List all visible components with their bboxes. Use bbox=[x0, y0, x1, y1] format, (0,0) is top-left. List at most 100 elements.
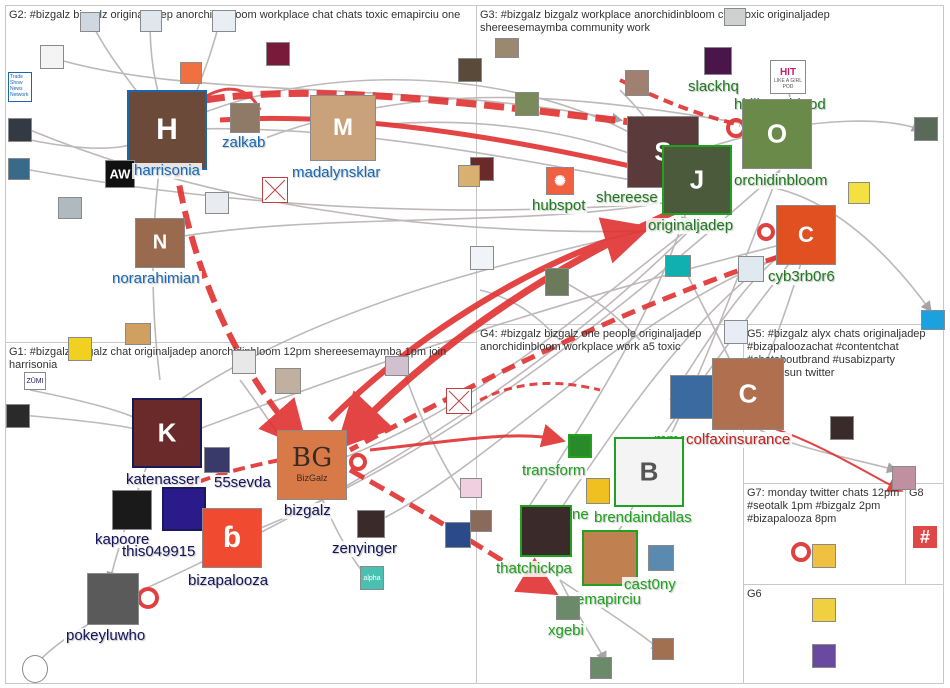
node-hitlikeagirlpod[interactable]: HIT LIKE A GIRL POD bbox=[770, 60, 806, 94]
node-avatar-g3-l[interactable] bbox=[848, 182, 870, 204]
node-avatar-g5-b[interactable]: C bbox=[712, 358, 784, 430]
node-avatar-g3-m[interactable] bbox=[914, 117, 938, 141]
broken-image-icon bbox=[264, 179, 286, 201]
node-avatar-g1-e[interactable] bbox=[385, 356, 409, 376]
node-avatar-ne[interactable] bbox=[586, 478, 610, 504]
slack-logo-icon[interactable] bbox=[704, 47, 732, 75]
node-avatar-madalynsklar[interactable]: M bbox=[310, 95, 376, 161]
node-avatar-cast0ny[interactable] bbox=[648, 545, 674, 571]
node-avatar-g2-k[interactable] bbox=[125, 323, 151, 345]
node-avatar-g3-b[interactable] bbox=[458, 58, 482, 82]
aw-logo-icon[interactable]: AW bbox=[105, 160, 135, 188]
node-avatar-g1-c[interactable] bbox=[232, 350, 256, 374]
node-avatar-brendaindallas[interactable]: B bbox=[614, 437, 684, 507]
node-avatar-xgebi[interactable] bbox=[556, 596, 580, 620]
node-avatar-this049915[interactable] bbox=[162, 487, 206, 531]
strong-edges bbox=[172, 78, 904, 596]
node-label-emapirciu: emapirciu bbox=[574, 591, 644, 608]
node-avatar-mme[interactable] bbox=[670, 375, 714, 419]
node-avatar-g3-g[interactable] bbox=[458, 165, 480, 187]
node-trade-show-news[interactable]: Trade Show News Network bbox=[8, 72, 32, 102]
node-broken-image[interactable] bbox=[262, 177, 288, 203]
node-avatar-g1-d[interactable] bbox=[275, 368, 301, 394]
hubspot-logo-icon[interactable]: ✺ bbox=[546, 167, 574, 195]
node-avatar-g2-f[interactable] bbox=[180, 62, 202, 84]
node-salesforce[interactable] bbox=[921, 310, 945, 330]
node-avatar-zenyinger[interactable] bbox=[357, 510, 385, 538]
node-label-cast0ny: cast0ny bbox=[622, 576, 678, 593]
node-avatar-g1-a[interactable] bbox=[6, 404, 30, 428]
node-label-colfaxinsurance: colfaxinsurance bbox=[684, 431, 793, 448]
node-avatar-g5-c[interactable] bbox=[830, 416, 854, 440]
node-avatar-g1-g[interactable] bbox=[445, 522, 471, 548]
node-avatar-zalkab[interactable] bbox=[230, 103, 260, 133]
group-title-g7: G7: monday twitter chats 12pm #seotalk 1… bbox=[747, 487, 900, 525]
node-avatar-orchidinbloom[interactable]: O bbox=[742, 99, 812, 169]
node-label-katenasser: katenasser bbox=[124, 471, 202, 488]
node-avatar-norarahimian[interactable]: N bbox=[135, 218, 185, 268]
node-avatar-g2-a[interactable] bbox=[40, 45, 64, 69]
node-avatar-55sevda[interactable] bbox=[204, 447, 230, 473]
node-avatar-katenasser[interactable]: K bbox=[132, 398, 202, 468]
node-avatar-emapirciu[interactable] bbox=[582, 530, 638, 586]
node-avatar-g3-h[interactable] bbox=[470, 246, 494, 270]
node-avatar-g4-b[interactable] bbox=[590, 657, 612, 679]
bizapalooza-logo-icon[interactable]: ɓ bbox=[202, 508, 262, 568]
node-label-norarahimian: norarahimian bbox=[110, 270, 202, 287]
node-avatar-originaljadep[interactable]: J bbox=[662, 145, 732, 215]
node-avatar-harrisonia[interactable]: H bbox=[127, 90, 207, 170]
bizgalz-logo-icon[interactable]: BG BizGalz bbox=[277, 430, 347, 500]
node-avatar-kapoore[interactable] bbox=[112, 490, 152, 530]
node-avatar-cyb3rb0r6[interactable]: C bbox=[776, 205, 836, 265]
broken-image-icon bbox=[448, 390, 470, 412]
node-avatar-g1-b[interactable] bbox=[68, 337, 92, 361]
node-avatar-thatchickpa[interactable] bbox=[520, 505, 572, 557]
group-title-g2: G2: #bizgalz bizgalz originaljadep anorc… bbox=[9, 9, 461, 21]
node-label-xgebi: xgebi bbox=[546, 622, 586, 639]
node-avatar-g3-i[interactable] bbox=[545, 268, 569, 296]
node-avatar-g2-i[interactable] bbox=[58, 197, 82, 219]
node-avatar-g2-e[interactable] bbox=[266, 42, 290, 66]
node-label-cyb3rb0r6: cyb3rb0r6 bbox=[766, 268, 837, 285]
group-title-g5: G5: #bizgalz alyx chats originaljadep #b… bbox=[747, 328, 926, 379]
node-avatar-g2-j[interactable] bbox=[205, 192, 229, 214]
node-label-orchidinbloom: orchidinbloom bbox=[732, 172, 830, 189]
group-title-g3: G3: #bizgalz bizgalz workplace anorchidi… bbox=[480, 9, 830, 34]
node-avatar-transform[interactable] bbox=[568, 434, 592, 458]
node-avatar-g1-h[interactable] bbox=[22, 655, 48, 683]
node-avatar-g7-a[interactable] bbox=[812, 544, 836, 568]
node-avatar-g2-b[interactable] bbox=[80, 12, 100, 32]
node-avatar-g6-a[interactable] bbox=[812, 598, 836, 622]
zumi-logo-icon[interactable]: ZŪMI bbox=[24, 372, 46, 390]
node-avatar-g2-d[interactable] bbox=[212, 10, 236, 32]
node-avatar-pokeyluwho[interactable] bbox=[87, 573, 139, 625]
node-avatar-g5-d[interactable] bbox=[892, 466, 916, 490]
node-label-zenyinger: zenyinger bbox=[330, 540, 400, 557]
node-avatar-g1-f[interactable] bbox=[460, 478, 482, 498]
node-avatar-g2-g[interactable] bbox=[8, 118, 32, 142]
node-avatar-g2-h[interactable] bbox=[8, 158, 30, 180]
node-label-transform: transform bbox=[520, 462, 588, 479]
node-avatar-g3-j[interactable] bbox=[665, 255, 691, 277]
node-avatar-g3-a[interactable] bbox=[495, 38, 519, 58]
node-alpha[interactable]: alpha bbox=[360, 566, 384, 590]
node-label-shereesemaymba: shereese bbox=[594, 189, 660, 206]
node-avatar-g6-b[interactable] bbox=[812, 644, 836, 668]
node-avatar-g3-c[interactable] bbox=[515, 92, 539, 116]
node-avatar-g3-k[interactable] bbox=[738, 256, 764, 282]
node-label-thatchickpa: thatchickpa bbox=[494, 560, 574, 577]
node-avatar-g2-c[interactable] bbox=[140, 10, 162, 32]
group-title-g8: G8 bbox=[909, 487, 924, 499]
node-avatar-g3-d[interactable] bbox=[625, 70, 649, 96]
node-avatar-g3-e[interactable] bbox=[724, 8, 746, 26]
group-title-g4: G4: #bizgalz bizgalz one people original… bbox=[480, 328, 702, 353]
node-broken-image-2[interactable] bbox=[446, 388, 472, 414]
node-avatar-g4-c[interactable] bbox=[652, 638, 674, 660]
node-label-hubspot: hubspot bbox=[530, 197, 588, 214]
node-avatar-g4-a[interactable] bbox=[470, 510, 492, 532]
hashtag-logo-icon[interactable]: # bbox=[913, 526, 937, 548]
node-avatar-g5-a[interactable] bbox=[724, 320, 748, 344]
node-label-pokeyluwho: pokeyluwho bbox=[64, 627, 148, 644]
node-label-55sevda: 55sevda bbox=[212, 474, 273, 491]
